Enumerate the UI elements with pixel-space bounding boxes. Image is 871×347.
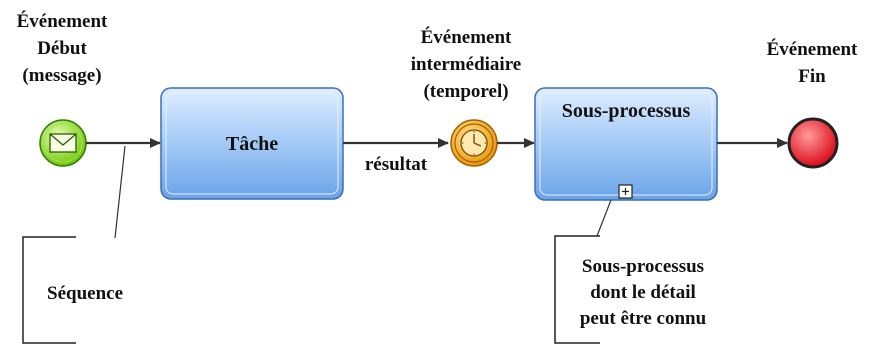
- subprocess-box[interactable]: Sous-processus: [534, 87, 718, 201]
- annotation-subprocess: Sous-processus dont le détail peut être …: [554, 199, 707, 344]
- clock-icon: [460, 129, 488, 157]
- annotation-sequence-text: Séquence: [47, 283, 123, 304]
- end-event-label-line1: Événement: [767, 38, 858, 60]
- flow-label: résultat: [365, 154, 428, 175]
- intermediate-event[interactable]: [450, 119, 498, 167]
- start-event-label-line1: Événement: [17, 10, 108, 32]
- end-event-label-line2: Fin: [798, 66, 826, 87]
- intermediate-event-label-line2: intermédiaire: [411, 54, 521, 75]
- intermediate-event-label-line1: Événement: [421, 26, 512, 48]
- end-event[interactable]: [787, 117, 839, 169]
- annotation-sequence-connector: [114, 145, 126, 239]
- subprocess-label: Sous-processus: [562, 100, 691, 122]
- expand-icon[interactable]: [618, 184, 633, 199]
- annotation-subprocess-line1: Sous-processus: [582, 256, 704, 277]
- task-label: Tâche: [226, 133, 278, 155]
- intermediate-event-label-line3: (temporel): [423, 81, 508, 102]
- start-event[interactable]: [39, 119, 87, 167]
- annotation-sequence: Séquence: [22, 145, 126, 344]
- start-event-label-line2: Début: [37, 38, 87, 59]
- start-event-label-line3: (message): [22, 65, 101, 86]
- task-box[interactable]: Tâche: [160, 87, 344, 200]
- annotation-sequence-bracket: [22, 236, 76, 344]
- annotation-subprocess-line2: dont le détail: [590, 282, 696, 303]
- annotation-subprocess-connector: [596, 199, 612, 237]
- envelope-icon: [49, 133, 77, 153]
- annotation-subprocess-line3: peut être connu: [580, 308, 707, 329]
- annotation-subprocess-bracket: [554, 235, 600, 344]
